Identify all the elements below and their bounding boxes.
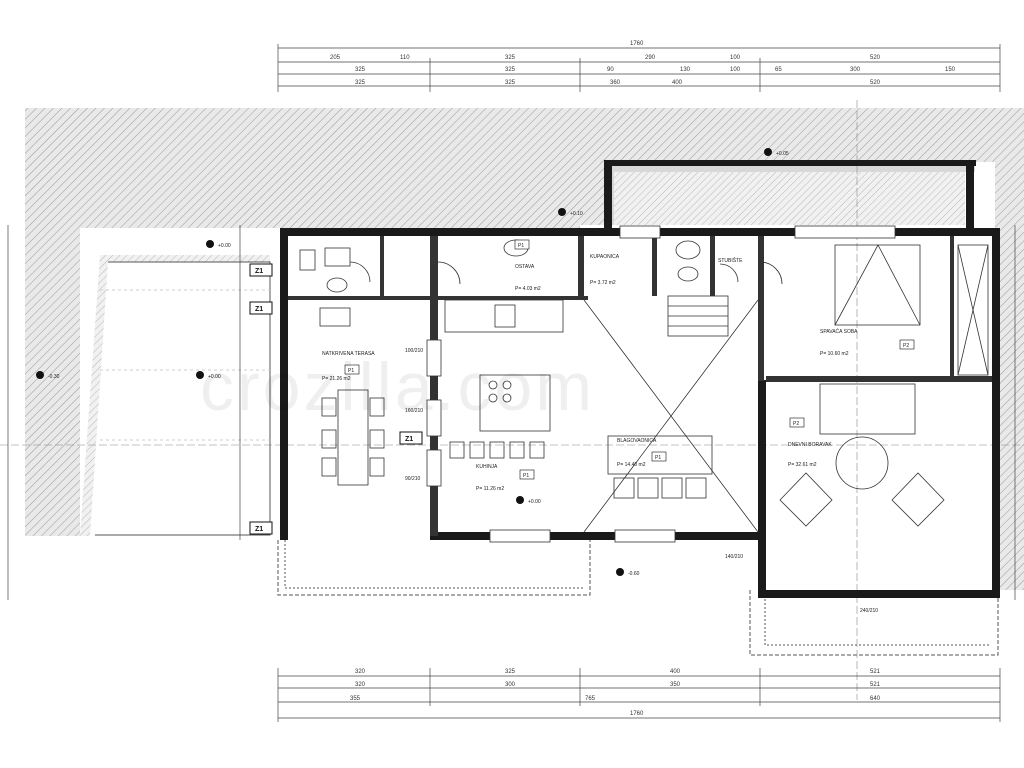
dim-value: 520 — [870, 55, 881, 61]
dim-value: 130 — [680, 67, 691, 73]
room-name: KUHINJA — [476, 464, 498, 470]
dim-value: 350 — [670, 682, 681, 688]
interior-walls — [288, 236, 992, 536]
dim-value: 325 — [505, 55, 516, 61]
room-code: P2 — [793, 421, 799, 427]
level-value: -0.60 — [628, 571, 640, 577]
dim-value: 205 — [330, 55, 341, 61]
dim-value: 100 — [730, 67, 741, 73]
dim-value: 325 — [355, 80, 366, 86]
level-value: -0.30 — [48, 374, 60, 380]
window-openings — [426, 225, 896, 543]
room-name: OSTAVA — [515, 264, 535, 270]
room-area: P= 32.61 m2 — [788, 462, 817, 468]
watermark: crozilla.com — [200, 349, 595, 425]
window-tag: Z1 — [255, 306, 263, 313]
dimension-text-top: 1760 205 110 325 290 100 520 325 325 90 … — [330, 41, 956, 86]
opening-dim: 100/210 — [405, 348, 423, 354]
opening-dim: 160/210 — [405, 408, 423, 414]
dim-value: 325 — [505, 67, 516, 73]
dimension-lines-top — [277, 44, 1001, 92]
dim-value: 521 — [870, 682, 881, 688]
window-tag: Z1 — [405, 436, 413, 443]
dim-value: 290 — [645, 55, 656, 61]
room-name: KUPAONICA — [590, 254, 620, 260]
dim-value: 325 — [355, 67, 366, 73]
room-labels: NATKRIVENA TERASA P1 P= 21.26 m2 KUHINJA… — [322, 239, 915, 492]
dim-value: 360 — [610, 80, 621, 86]
dimension-lines-bottom — [277, 668, 1001, 722]
dim-value: 100 — [730, 55, 741, 61]
room-area: P= 3.72 m2 — [590, 280, 616, 286]
level-value: +0.05 — [776, 151, 789, 157]
furniture — [299, 239, 989, 533]
terrace-outline — [0, 100, 1024, 700]
dim-value: 320 — [355, 682, 366, 688]
dim-value: 300 — [850, 67, 861, 73]
dim-value: 300 — [505, 682, 516, 688]
dim-value: 520 — [870, 80, 881, 86]
room-code: P1 — [655, 455, 661, 461]
window-tag: Z1 — [255, 268, 263, 275]
room-code: P1 — [348, 368, 354, 374]
dim-value: 325 — [505, 80, 516, 86]
room-name: BLAGOVAONICA — [617, 438, 657, 444]
dim-value: 400 — [670, 669, 681, 675]
dim-value: 765 — [585, 696, 596, 702]
dim-total: 1760 — [630, 711, 644, 717]
window-tag-group: Z1 Z1 Z1 Z1 — [249, 263, 423, 535]
level-value: +0.00 — [208, 374, 221, 380]
room-area: P= 14.40 m2 — [617, 462, 646, 468]
dim-value: 355 — [350, 696, 361, 702]
room-name: DNEVNI BORAVAK — [788, 442, 832, 448]
dim-value: 110 — [400, 55, 410, 61]
dimension-lines-side — [7, 225, 1016, 600]
window-tag: Z1 — [255, 526, 263, 533]
terrain-hatching — [25, 108, 1024, 590]
dim-value: 521 — [870, 669, 881, 675]
room-area: P= 21.26 m2 — [322, 376, 351, 382]
dim-value: 65 — [775, 67, 782, 73]
dim-value: 400 — [672, 80, 683, 86]
level-value: +0.10 — [570, 211, 583, 217]
level-value: +0.00 — [218, 243, 231, 249]
dim-value: 325 — [505, 669, 516, 675]
room-area: P= 4.03 m2 — [515, 286, 541, 292]
dim-value: 640 — [870, 696, 881, 702]
room-code: P1 — [518, 243, 524, 249]
room-name: SPAVAĆA SOBA — [820, 328, 858, 335]
dim-value: 90 — [607, 67, 614, 73]
opening-dim: 140/210 — [725, 554, 743, 560]
dimension-text-bottom: 320 325 400 521 320 300 350 521 355 765 … — [350, 669, 881, 717]
dim-value: 150 — [945, 67, 956, 73]
room-code: P1 — [523, 473, 529, 479]
room-name: NATKRIVENA TERASA — [322, 351, 375, 357]
dim-total: 1760 — [630, 41, 644, 47]
level-markers: +0.00 -0.30 +0.00 -0.60 +0.05 +0.10 +0.0… — [36, 148, 789, 577]
room-area: P= 10.60 m2 — [820, 351, 849, 357]
room-name: STUBIŠTE — [718, 257, 743, 264]
opening-dims: 100/210 160/210 90/210 140/210 240/210 — [405, 348, 878, 614]
level-value: +0.00 — [528, 499, 541, 505]
opening-dim: 90/210 — [405, 476, 421, 482]
dim-value: 320 — [355, 669, 366, 675]
room-area: P= 11.26 m2 — [476, 486, 504, 492]
opening-dim: 240/210 — [860, 608, 878, 614]
room-code: P2 — [903, 343, 909, 349]
